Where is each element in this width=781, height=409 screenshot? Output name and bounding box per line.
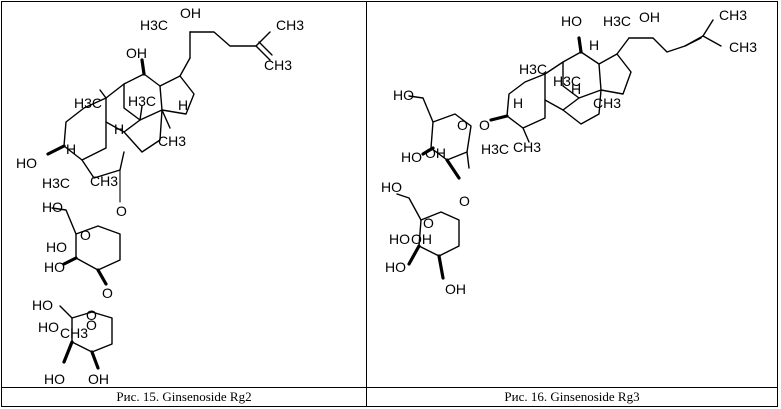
figure-16-image-cell: HO H3C OH CH3 H3C H H3C CH3 H H CH3 HO O… (366, 1, 778, 388)
atom-label: H3C (603, 13, 631, 29)
atom-label: H3C (74, 95, 102, 111)
atom-label: OH (411, 231, 432, 247)
atom-label: HO (389, 231, 410, 247)
atom-label: HO (46, 239, 67, 255)
atom-label: CH3 (158, 133, 186, 149)
atom-label: H (114, 121, 124, 137)
atom-label: H3C (42, 175, 70, 191)
atom-label: O (102, 285, 113, 301)
atom-label: H3C (553, 73, 581, 89)
atom-label: O (459, 193, 470, 209)
atom-label: HO (393, 87, 414, 103)
atom-label: OH (425, 145, 446, 161)
atom-label: H3C (481, 141, 509, 157)
atom-label: HO (561, 13, 582, 29)
atom-label: HO (385, 259, 406, 275)
atom-label: CH3 (90, 173, 118, 189)
atom-label: HO (381, 179, 402, 195)
atom-label: HO (44, 259, 65, 275)
atom-label: H3C (519, 61, 547, 77)
rg2-atom-labels: H3C OH CH3 CH3 OH H3C H3C H H HO H CH3 H… (16, 5, 304, 387)
ginsenoside-rg2-structure: H3C OH CH3 CH3 OH H3C H3C H H HO H CH3 H… (16, 5, 304, 387)
atom-label: HO (44, 371, 65, 387)
atom-label: O (86, 307, 97, 323)
atom-label: CH3 (513, 139, 541, 155)
atom-label: H (513, 95, 523, 111)
figure-16-caption: Рис. 16. Ginsenoside Rg3 (366, 387, 778, 407)
figure-15-image-cell: H3C OH CH3 CH3 OH H3C H3C H H HO H CH3 H… (1, 1, 367, 388)
atom-label: O (423, 215, 434, 231)
figure-15-caption: Рис. 15. Ginsenoside Rg2 (1, 387, 367, 407)
atom-label: O (457, 117, 468, 133)
atom-label: CH3 (264, 57, 292, 73)
atom-label: CH3 (276, 17, 304, 33)
atom-label: CH3 (60, 325, 88, 341)
ginsenoside-rg3-structure: HO H3C OH CH3 H3C H H3C CH3 H H CH3 HO O… (381, 7, 757, 297)
atom-label: CH3 (719, 7, 747, 23)
atom-label: O (116, 203, 127, 219)
atom-label: CH3 (729, 39, 757, 55)
atom-label: H (571, 81, 581, 97)
atom-label: H (589, 37, 599, 53)
atom-label: HO (401, 149, 422, 165)
atom-label: OH (639, 9, 660, 25)
atom-label: H (66, 141, 76, 157)
atom-label: O (80, 227, 91, 243)
atom-label: HO (32, 297, 53, 313)
atom-label: OH (445, 281, 466, 297)
rg3-atom-labels: HO H3C OH CH3 H3C H H3C CH3 H H CH3 HO O… (381, 7, 757, 297)
atom-label: HO (42, 199, 63, 215)
atom-label: HO (38, 319, 59, 335)
atom-label: H (178, 97, 188, 113)
atom-label: OH (126, 45, 147, 61)
atom-label: OH (88, 371, 109, 387)
atom-label: O (86, 317, 97, 333)
atom-label: HO (16, 155, 37, 171)
atom-label: CH3 (593, 95, 621, 111)
atom-label: OH (180, 5, 201, 21)
atom-label: H3C (140, 17, 168, 33)
atom-label: H3C (128, 93, 156, 109)
atom-label: O (479, 117, 490, 133)
